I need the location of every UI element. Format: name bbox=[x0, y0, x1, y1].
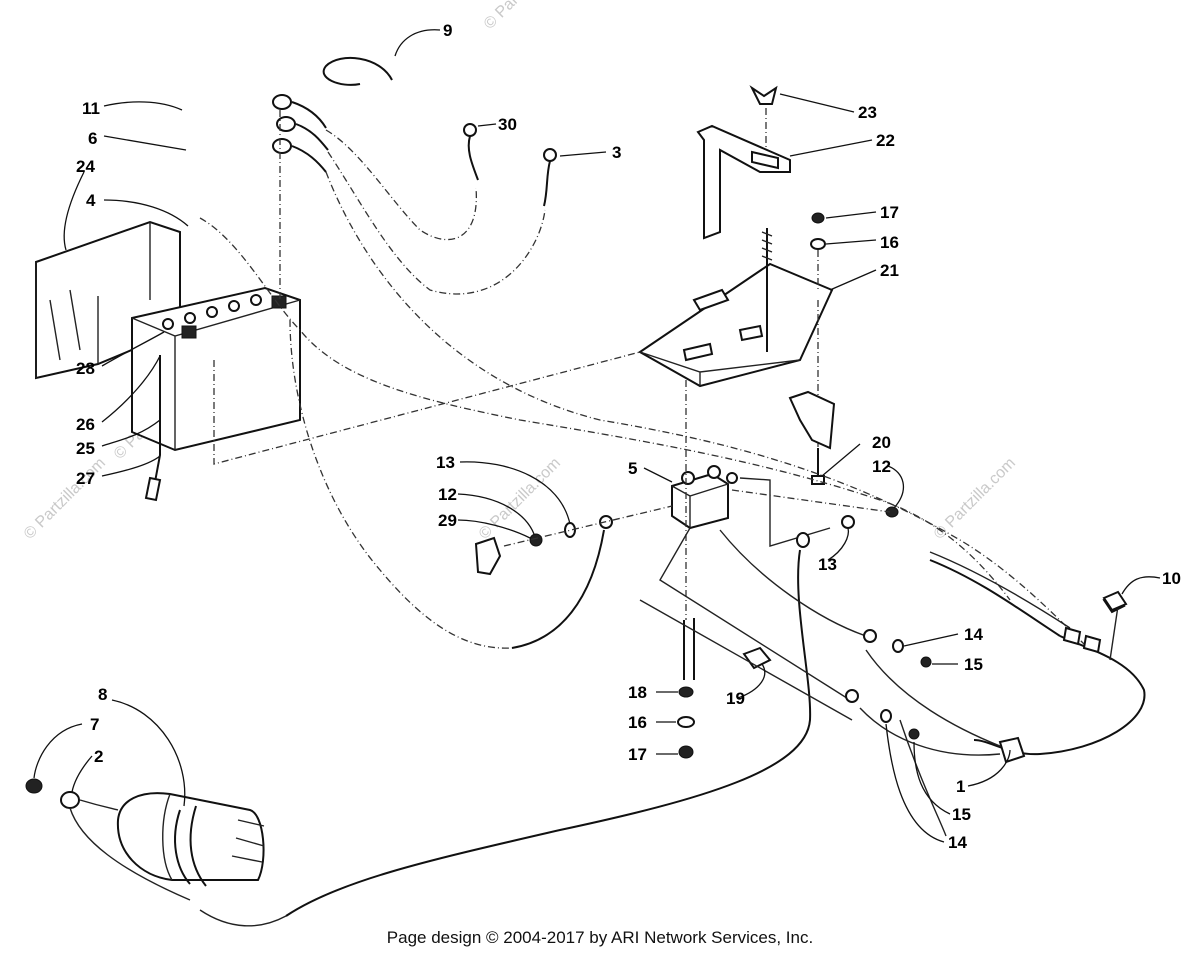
washer bbox=[841, 515, 855, 529]
watermark: © Partzilla.com bbox=[21, 455, 109, 543]
callout-27: 27 bbox=[76, 469, 95, 488]
nut bbox=[811, 212, 825, 224]
watermark: © Partzilla.com bbox=[481, 0, 569, 33]
callout-7: 7 bbox=[90, 715, 99, 734]
cable bbox=[467, 135, 479, 181]
callout-11: 11 bbox=[82, 99, 100, 118]
callout-14-bottom: 14 bbox=[948, 833, 967, 852]
lead-wire bbox=[639, 599, 853, 721]
callout-16-top: 16 bbox=[880, 233, 899, 252]
cable bbox=[543, 160, 551, 207]
callout-4: 4 bbox=[86, 191, 96, 210]
callout-22: 22 bbox=[876, 131, 895, 150]
callout-labels: 9 11 6 30 3 23 22 24 4 17 16 21 28 26 25… bbox=[76, 21, 1181, 852]
solenoid bbox=[671, 465, 738, 530]
battery-tray bbox=[638, 262, 834, 388]
terminal-cap bbox=[474, 536, 502, 576]
lead-terminal bbox=[845, 689, 859, 703]
callout-8: 8 bbox=[98, 685, 107, 704]
callout-10: 10 bbox=[1162, 569, 1181, 588]
watermark: © Partzilla.com bbox=[931, 455, 1019, 543]
bolt-rod bbox=[683, 618, 695, 680]
bracket-outline bbox=[739, 477, 831, 547]
callout-29: 29 bbox=[438, 511, 457, 530]
callout-18: 18 bbox=[628, 683, 647, 702]
nut bbox=[908, 728, 920, 740]
callout-13-left: 13 bbox=[436, 453, 455, 472]
lead-terminal bbox=[863, 629, 877, 643]
nut bbox=[678, 686, 694, 698]
cable-terminal bbox=[463, 123, 477, 137]
spacer bbox=[742, 646, 772, 670]
battery-cables bbox=[272, 94, 329, 300]
cable-routing bbox=[199, 129, 1091, 651]
callout-2: 2 bbox=[94, 747, 103, 766]
small-bracket bbox=[788, 390, 836, 450]
callout-12-right: 12 bbox=[872, 457, 891, 476]
callout-24: 24 bbox=[76, 157, 95, 176]
callout-23: 23 bbox=[858, 103, 877, 122]
callout-15-bottom: 15 bbox=[952, 805, 971, 824]
callout-5: 5 bbox=[628, 459, 637, 478]
callout-1: 1 bbox=[956, 777, 965, 796]
leader-lines bbox=[33, 29, 1161, 843]
hold-down-bracket bbox=[696, 124, 791, 240]
washer bbox=[810, 238, 826, 250]
callout-3: 3 bbox=[612, 143, 621, 162]
callout-16-bottom: 16 bbox=[628, 713, 647, 732]
lead-wire bbox=[659, 527, 851, 701]
battery bbox=[131, 286, 301, 502]
callout-25: 25 bbox=[76, 439, 95, 458]
callout-19: 19 bbox=[726, 689, 745, 708]
callout-15-top: 15 bbox=[964, 655, 983, 674]
nut bbox=[678, 745, 694, 759]
stud-axis bbox=[503, 505, 673, 547]
washer bbox=[892, 639, 904, 653]
washer bbox=[880, 709, 892, 723]
callout-26: 26 bbox=[76, 415, 95, 434]
rod-thread bbox=[761, 231, 773, 261]
callout-14-top: 14 bbox=[964, 625, 983, 644]
stud-axis bbox=[731, 489, 891, 513]
callout-30: 30 bbox=[498, 115, 517, 134]
cable-terminal bbox=[543, 148, 557, 162]
callout-21: 21 bbox=[880, 261, 899, 280]
band-clamp bbox=[322, 56, 393, 86]
callout-20: 20 bbox=[872, 433, 891, 452]
callout-6: 6 bbox=[88, 129, 97, 148]
wiring-harness bbox=[859, 551, 1146, 837]
callout-28: 28 bbox=[76, 359, 95, 378]
callout-13-right: 13 bbox=[818, 555, 837, 574]
nut bbox=[920, 656, 932, 668]
callout-17-top: 17 bbox=[880, 203, 899, 222]
callout-12-left: 12 bbox=[438, 485, 457, 504]
starter-cable bbox=[285, 549, 812, 917]
cable-terminal bbox=[796, 532, 810, 548]
page-footer: Page design © 2004-2017 by ARI Network S… bbox=[386, 928, 814, 947]
callout-9: 9 bbox=[443, 21, 452, 40]
cable-end bbox=[1102, 590, 1128, 612]
starter-cable-inner bbox=[199, 909, 287, 927]
wing-nut bbox=[749, 85, 778, 105]
nut bbox=[529, 533, 543, 547]
lead-wire bbox=[719, 529, 867, 637]
washer bbox=[677, 716, 695, 728]
starter-motor bbox=[25, 778, 265, 901]
callout-17-bottom: 17 bbox=[628, 745, 647, 764]
